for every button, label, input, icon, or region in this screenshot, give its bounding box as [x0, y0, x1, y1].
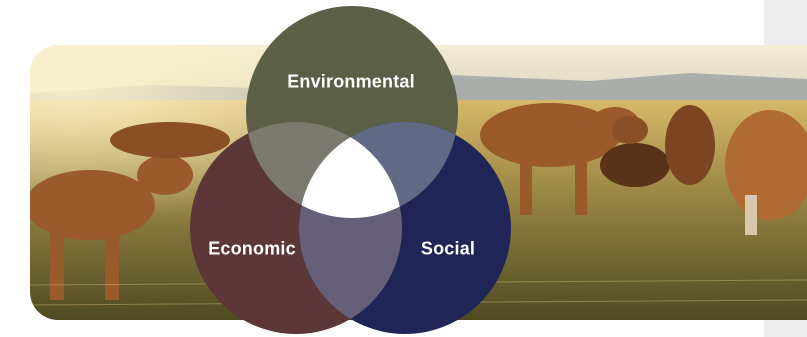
environmental-label: Environmental	[287, 71, 415, 92]
economic-label: Economic	[208, 238, 296, 259]
background-photo	[30, 45, 807, 320]
social-label: Social	[420, 238, 476, 259]
overlap-center	[299, 122, 402, 218]
cattle-field-illustration	[30, 45, 807, 320]
cattle-group	[30, 103, 807, 300]
